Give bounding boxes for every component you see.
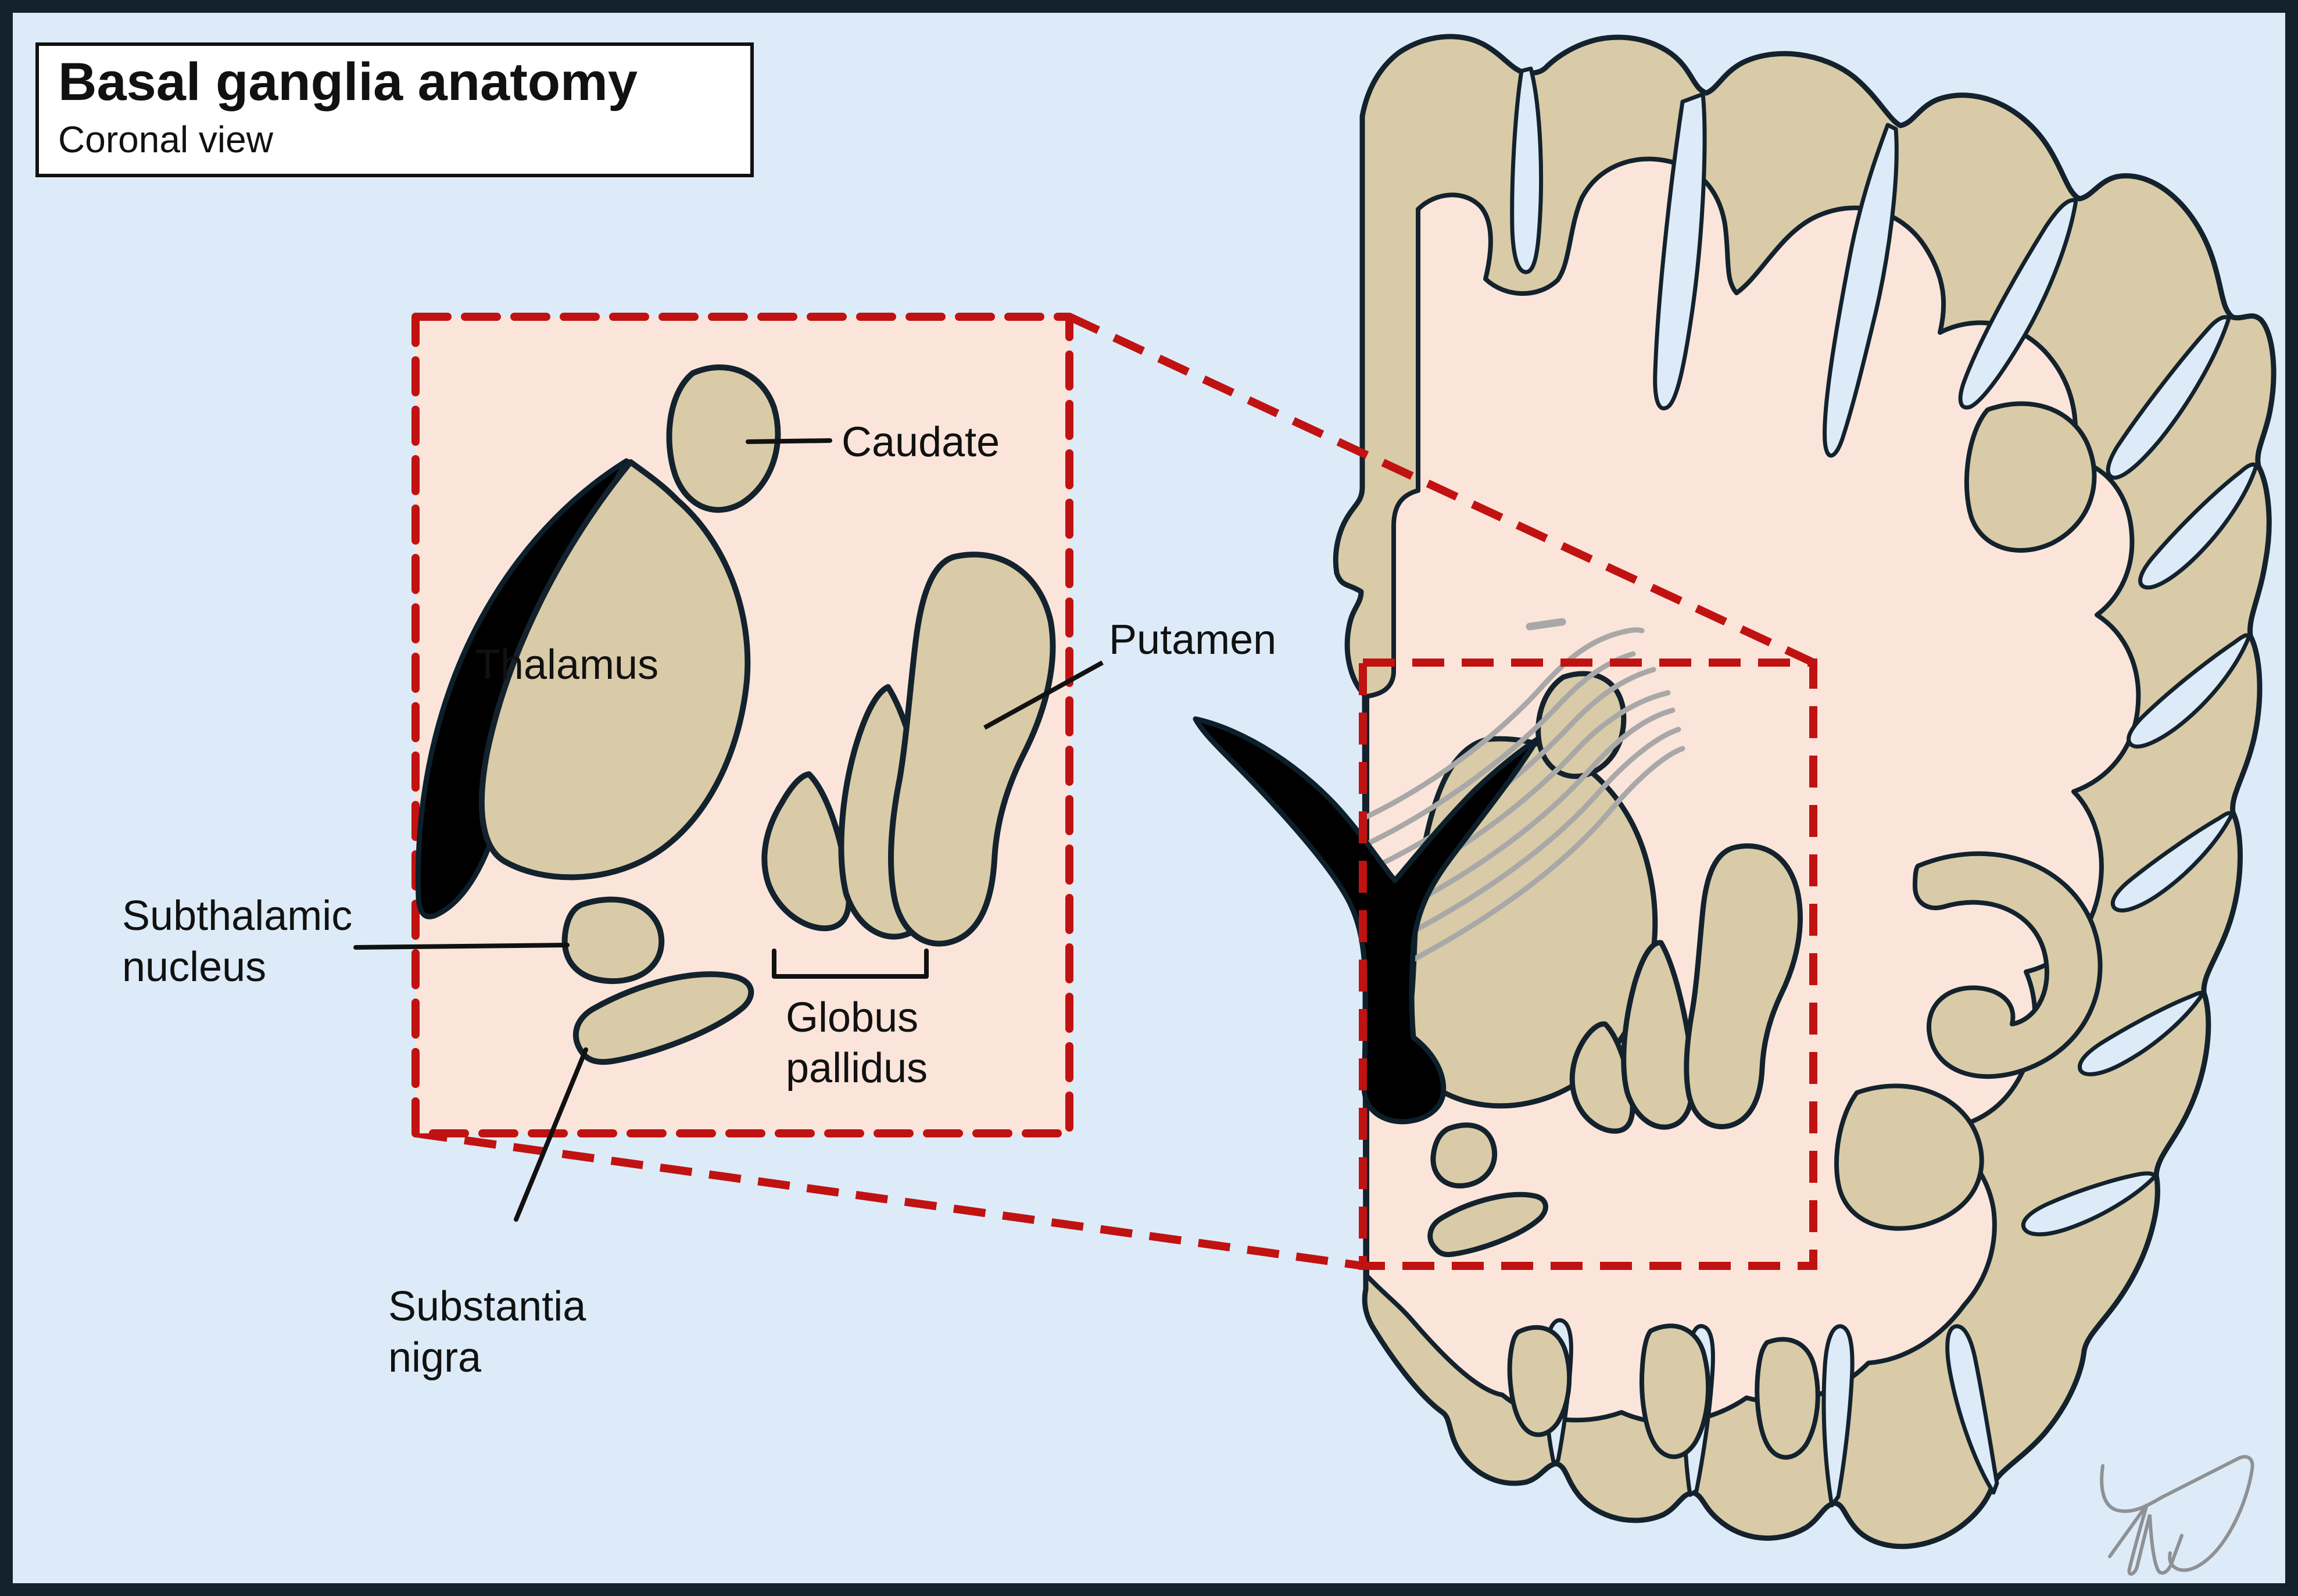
figure-subtitle: Coronal view xyxy=(58,119,274,160)
magnifier-connector-bottom xyxy=(415,1129,1363,1270)
magnifier-annotation xyxy=(415,313,1817,1270)
title-box: Basal ganglia anatomy Coronal view xyxy=(35,42,754,177)
sulcus-bottom-1 xyxy=(1945,1324,1999,1495)
sulcus-top-4 xyxy=(1958,198,2078,410)
putamen-annotation: Putamen xyxy=(983,617,1276,730)
sulcus-right-4 xyxy=(2078,990,2205,1076)
gyrus-fold-bottom-left xyxy=(1507,1325,1572,1437)
gyrus-fold-right-lower xyxy=(1834,1083,1984,1231)
sulcus-bottom-2 xyxy=(1821,1324,1855,1508)
subthalamic-nucleus-label-line2: nucleus xyxy=(122,944,266,990)
gyrus-fold-upper-right xyxy=(1964,401,2097,553)
fiber-line-1 xyxy=(1364,627,1645,820)
gyrus-fold-bottom-2 xyxy=(1755,1337,1820,1460)
leader-line-caudate xyxy=(746,438,832,444)
globus-pallidus-bracket xyxy=(772,949,929,979)
brain-substantia-nigra-shape xyxy=(1427,1191,1548,1257)
inset-putamen-shape xyxy=(888,552,1056,947)
fiber-arrow-dash xyxy=(1526,618,1566,631)
fiber-line-6 xyxy=(1369,727,1681,955)
leader-line-putamen xyxy=(983,660,1104,730)
globus-pallidus-label-line1: Globus xyxy=(786,994,918,1041)
thalamus-label: Thalamus xyxy=(475,642,658,688)
gyrus-fold-right-hook xyxy=(1913,851,2103,1079)
inset-caudate-shape xyxy=(666,364,781,513)
signature-stroke-2 xyxy=(2108,1504,2184,1576)
sulcus-top-5 xyxy=(2106,315,2231,480)
title-box-frame xyxy=(35,42,754,177)
leader-line-subthalamic xyxy=(353,943,570,950)
sulcus-right-2 xyxy=(2127,633,2252,749)
inset-leader-lines xyxy=(353,438,929,1222)
brain-region-of-interest-box xyxy=(1359,659,1817,1270)
gyrus-fold-bottom-1 xyxy=(1640,1323,1711,1459)
leader-line-substantia-nigra xyxy=(514,1047,588,1222)
brain-putamen-shape xyxy=(1684,843,1803,1130)
putamen-label: Putamen xyxy=(1109,617,1276,663)
signature-stroke-1 xyxy=(2100,1455,2254,1572)
inset-panel: Caudate Thalamus Subthalamic nucleus Glo… xyxy=(122,313,1073,1381)
fiber-line-7 xyxy=(1372,746,1685,982)
sulcus-top-2 xyxy=(1653,92,1707,411)
sulcus-right-1 xyxy=(2138,462,2258,590)
magnifier-connector-top xyxy=(1068,313,1815,667)
subthalamic-nucleus-label-line1: Subthalamic xyxy=(122,893,352,939)
figure-title: Basal ganglia anatomy xyxy=(58,52,638,112)
substantia-nigra-label-line1: Substantia xyxy=(388,1283,586,1330)
inset-subthalamic-nucleus-shape xyxy=(561,896,665,985)
sulcus-right-3 xyxy=(2110,811,2234,912)
artist-signature xyxy=(2100,1455,2254,1576)
fiber-line-5 xyxy=(1366,707,1676,928)
fiber-line-2 xyxy=(1364,651,1636,847)
brain-globus-pallidus-external-shape xyxy=(1621,940,1696,1130)
substantia-nigra-label-line2: nigra xyxy=(388,1334,482,1381)
inset-thalamus-shape xyxy=(478,459,751,881)
sulcus-top-3 xyxy=(1823,123,1899,458)
brain-sulci xyxy=(1510,66,2258,1508)
brain-subthalamic-nucleus-shape xyxy=(1430,1122,1497,1189)
brain-deep-gyri xyxy=(1507,401,2103,1460)
caudate-label: Caudate xyxy=(842,419,1000,466)
inset-substantia-nigra-shape xyxy=(573,971,754,1065)
globus-pallidus-label-line2: pallidus xyxy=(786,1045,928,1092)
sulcus-right-5 xyxy=(2021,1171,2157,1237)
brain-coronal-section xyxy=(1193,34,2276,1550)
sulcus-top-1 xyxy=(1510,66,1544,274)
